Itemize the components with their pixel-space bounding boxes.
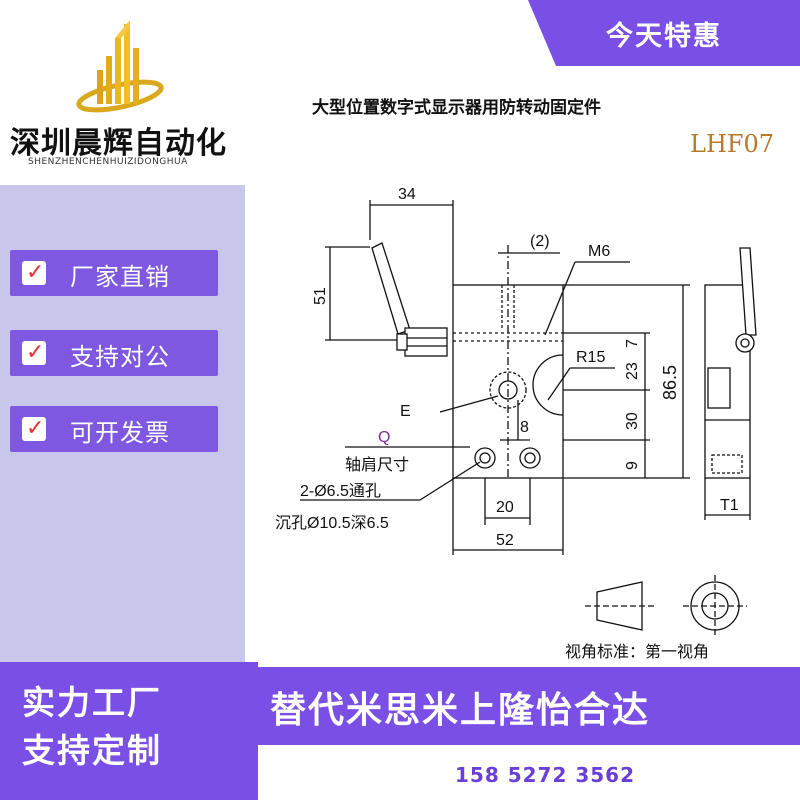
brand-pinyin: SHENZHENCHENHUIZIDONGHUA xyxy=(28,157,188,167)
brand-name: 深圳晨辉自动化 xyxy=(10,126,227,161)
label-shoulder: 轴肩尺寸 xyxy=(345,456,409,474)
feature-label: 厂家直销 xyxy=(70,263,170,291)
label-e: E xyxy=(400,403,411,420)
feature-label: 可开发票 xyxy=(70,419,170,447)
dim-20: 20 xyxy=(496,499,514,516)
label-m6: M6 xyxy=(588,243,610,260)
replace-brands-text: 替代米思米上隆怡合达 xyxy=(270,690,651,731)
drawing-title: 大型位置数字式显示器用防转动固定件 xyxy=(312,98,601,118)
label-hole-through: 2-Ø6.5通孔 xyxy=(300,482,381,500)
feature-invoice: ✓ 可开发票 xyxy=(10,406,218,452)
label-view-standard: 视角标准：第一视角 xyxy=(565,643,709,661)
check-icon: ✓ xyxy=(22,416,46,441)
model-number: LHF07 xyxy=(690,130,775,158)
dim-52: 52 xyxy=(496,532,514,549)
dim-t1: T1 xyxy=(720,497,739,514)
factory-line-1: 实力工厂 xyxy=(22,683,162,722)
dim-8: 8 xyxy=(520,419,529,436)
technical-drawing: 34 51 (2) M6 7 23 86.5 R15 8 30 9 20 52 … xyxy=(275,186,757,661)
dim-7: 7 xyxy=(624,339,641,348)
today-deal-banner: 今天特惠 xyxy=(528,0,800,66)
factory-banner: 实力工厂 支持定制 xyxy=(0,662,258,800)
replace-brands-banner: 替代米思米上隆怡合达 xyxy=(258,667,800,745)
label-q: Q xyxy=(378,429,390,446)
logo-area: 深圳晨辉自动化 SHENZHENCHENHUIZIDONGHUA xyxy=(0,0,245,185)
dim-23: 23 xyxy=(624,362,641,380)
phone-bar xyxy=(258,745,800,800)
feature-direct-sale: ✓ 厂家直销 xyxy=(10,250,218,296)
feature-label: 支持对公 xyxy=(70,343,170,371)
feature-corporate: ✓ 支持对公 xyxy=(10,330,218,376)
dim-34: 34 xyxy=(398,186,416,203)
factory-line-2: 支持定制 xyxy=(22,731,162,770)
today-deal-text: 今天特惠 xyxy=(606,21,722,52)
logo-icon xyxy=(76,20,164,113)
label-counterbore: 沉孔Ø10.5深6.5 xyxy=(275,514,389,532)
dim-86-5: 86.5 xyxy=(660,365,680,400)
phone-number: 158 5272 3562 xyxy=(455,763,636,787)
dim-2: (2) xyxy=(530,233,550,250)
dim-30: 30 xyxy=(624,412,641,430)
label-r15: R15 xyxy=(576,349,605,366)
check-icon: ✓ xyxy=(22,340,46,365)
dim-9: 9 xyxy=(624,461,641,470)
dim-51: 51 xyxy=(312,287,329,305)
check-icon: ✓ xyxy=(22,260,46,285)
